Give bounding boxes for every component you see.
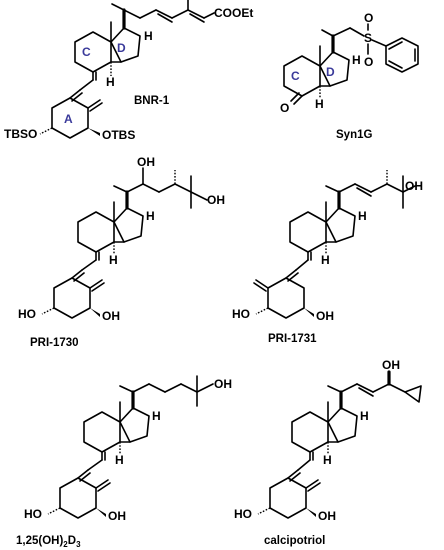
atom-label-oh-ring: OH xyxy=(318,509,336,523)
atom-label-h: H xyxy=(146,209,155,223)
atom-label-oh-ring: OH xyxy=(316,309,334,323)
atom-label-ho: HO xyxy=(234,507,252,521)
compound-name-bnr1: BNR-1 xyxy=(134,95,170,107)
atom-label-oh-ring: OH xyxy=(108,509,126,523)
atom-label-oxygen-bottom: O xyxy=(364,55,373,69)
atom-label-oh-1: OH xyxy=(405,179,423,193)
atom-label-oh-1: OH xyxy=(214,377,232,391)
atom-label-h2: H xyxy=(109,253,118,267)
atom-label-ho: HO xyxy=(18,307,36,321)
ring-label-c: C xyxy=(82,45,91,59)
atom-label-oh-ring: OH xyxy=(102,309,120,323)
atom-label-sulfur: S xyxy=(364,31,372,45)
ring-label-a: A xyxy=(64,112,73,126)
ring-label-d: D xyxy=(326,65,335,79)
compound-name-calcipotriol: calcipotriol xyxy=(264,535,325,547)
atom-label-oh-2: OH xyxy=(207,193,225,207)
atom-label-h2: H xyxy=(321,253,330,267)
structure-calcipotriol: OH H H HO OH calcipotriol xyxy=(234,358,422,547)
ring-label-c: C xyxy=(291,69,300,83)
atom-label-h: H xyxy=(358,209,367,223)
structure-calcitriol: OH H H HO OH 1,25(OH)2D3 xyxy=(16,375,232,549)
atom-label-h: H xyxy=(152,409,161,423)
atom-label-h: H xyxy=(360,409,369,423)
atom-label-ho: HO xyxy=(24,507,42,521)
atom-label-h2: H xyxy=(315,97,324,111)
atom-label-h2: H xyxy=(115,453,124,467)
structure-pri1730: OH OH H H HO OH PRI-1730 xyxy=(18,155,225,349)
atom-label-ester: COOEt xyxy=(214,6,253,20)
atom-label-oxygen-top: O xyxy=(364,11,373,25)
atom-label-ho: HO xyxy=(232,307,250,321)
compound-name-pri1731: PRI-1731 xyxy=(268,333,317,345)
atom-label-otbs: OTBS xyxy=(102,128,135,142)
structure-pri1731: OH H H HO OH PRI-1731 xyxy=(232,170,423,345)
atom-label-h2: H xyxy=(106,75,115,89)
compound-name-pri1730: PRI-1730 xyxy=(30,337,79,349)
atom-label-h: H xyxy=(144,29,153,43)
atom-label-oh-1: OH xyxy=(382,358,400,372)
structure-bnr1: C D A COOEt H H TBSO OTBS BNR-1 xyxy=(4,0,253,142)
structure-syn1g: C D S O O O H H Syn1G xyxy=(280,11,419,141)
atom-label-ketone-oxygen: O xyxy=(280,101,289,115)
atom-label-h: H xyxy=(352,53,361,67)
compound-name-syn1g: Syn1G xyxy=(336,129,372,141)
atom-label-tbso: TBSO xyxy=(4,127,37,141)
atom-label-h2: H xyxy=(323,453,332,467)
compound-name-calcitriol: 1,25(OH)2D3 xyxy=(16,535,81,549)
ring-label-d: D xyxy=(117,41,126,55)
atom-label-oh-1: OH xyxy=(137,155,155,169)
